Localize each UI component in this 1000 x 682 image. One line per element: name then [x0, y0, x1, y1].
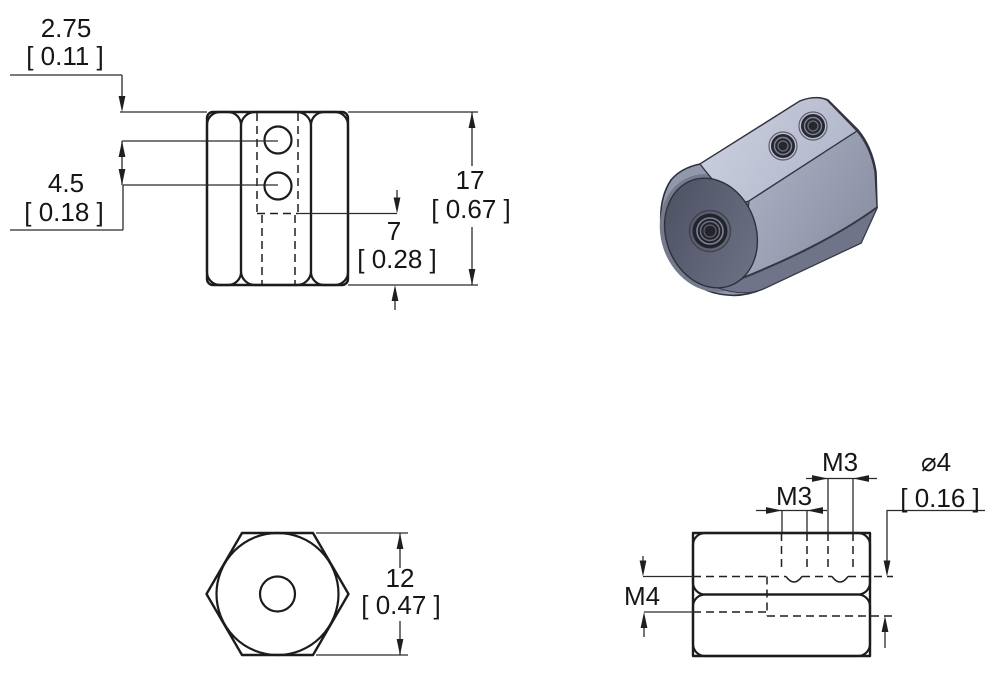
arrowhead [883, 560, 891, 577]
arrowhead [391, 285, 399, 301]
arrowhead [640, 612, 648, 628]
iso-view [659, 96, 879, 297]
dim-thread-depth-mm: 7 [387, 216, 401, 246]
hex-facet-lower [691, 593, 872, 658]
arrowhead [766, 507, 782, 514]
dim-hole-spacing-mm: 4.5 [48, 168, 84, 198]
top-view: 2.75 [ 0.11 ] 4.5 [ 0.18 ] 7 [ 0.28 ] 17… [10, 13, 511, 310]
thread-ring [703, 224, 717, 238]
end-view: 12 [ 0.47 ] [205, 531, 441, 657]
arrowhead [853, 475, 869, 482]
dim-edge-to-hole-inch: [ 0.11 ] [26, 41, 104, 71]
arrowhead [639, 560, 647, 577]
iso-setscrew-hole [768, 131, 798, 161]
arrowhead [118, 169, 126, 185]
center-hole [258, 575, 297, 613]
arrowhead [393, 197, 401, 214]
arrowhead [881, 616, 889, 632]
dim-hole-spacing-inch: [ 0.18 ] [24, 197, 104, 227]
setscrew-hole-top [263, 125, 293, 155]
end-hole-chamfer [688, 209, 732, 253]
arrowhead [396, 533, 404, 549]
dim-length-mm: 17 [456, 165, 485, 195]
arrowhead [118, 141, 126, 157]
arrowhead [118, 96, 126, 112]
iso-setscrew-hole [798, 111, 828, 141]
thread-ring [699, 220, 721, 242]
inscribed-circle [215, 531, 340, 657]
dim-thread-depth-inch: [ 0.28 ] [357, 244, 437, 274]
arrowhead [468, 269, 476, 285]
arrowhead [807, 507, 823, 514]
drill-point [785, 576, 803, 583]
arrowhead [812, 475, 828, 482]
leader-line [886, 509, 985, 562]
drill-point [831, 576, 849, 583]
setscrew-hole-bottom [263, 171, 293, 201]
dim-across-flats-inch: [ 0.47 ] [361, 590, 441, 620]
label-bore-diameter-inch: [ 0.16 ] [900, 483, 980, 513]
dim-edge-to-hole-mm: 2.75 [41, 13, 92, 43]
side-view: M3 M3 M4 ⌀4 [ 0.16 ] [624, 447, 985, 658]
dim-across-flats-mm: 12 [386, 563, 415, 593]
label-m3-front: M3 [776, 481, 812, 511]
hex-facet-right [309, 110, 350, 287]
dim-length-inch: [ 0.67 ] [431, 194, 511, 224]
label-m3-top: M3 [822, 447, 858, 477]
arrowhead [396, 639, 404, 655]
thread-ring [696, 217, 724, 245]
hex-outline [205, 531, 350, 657]
arrowhead [468, 112, 476, 128]
label-bore-diameter: ⌀4 [921, 447, 951, 477]
label-m4: M4 [624, 581, 660, 611]
